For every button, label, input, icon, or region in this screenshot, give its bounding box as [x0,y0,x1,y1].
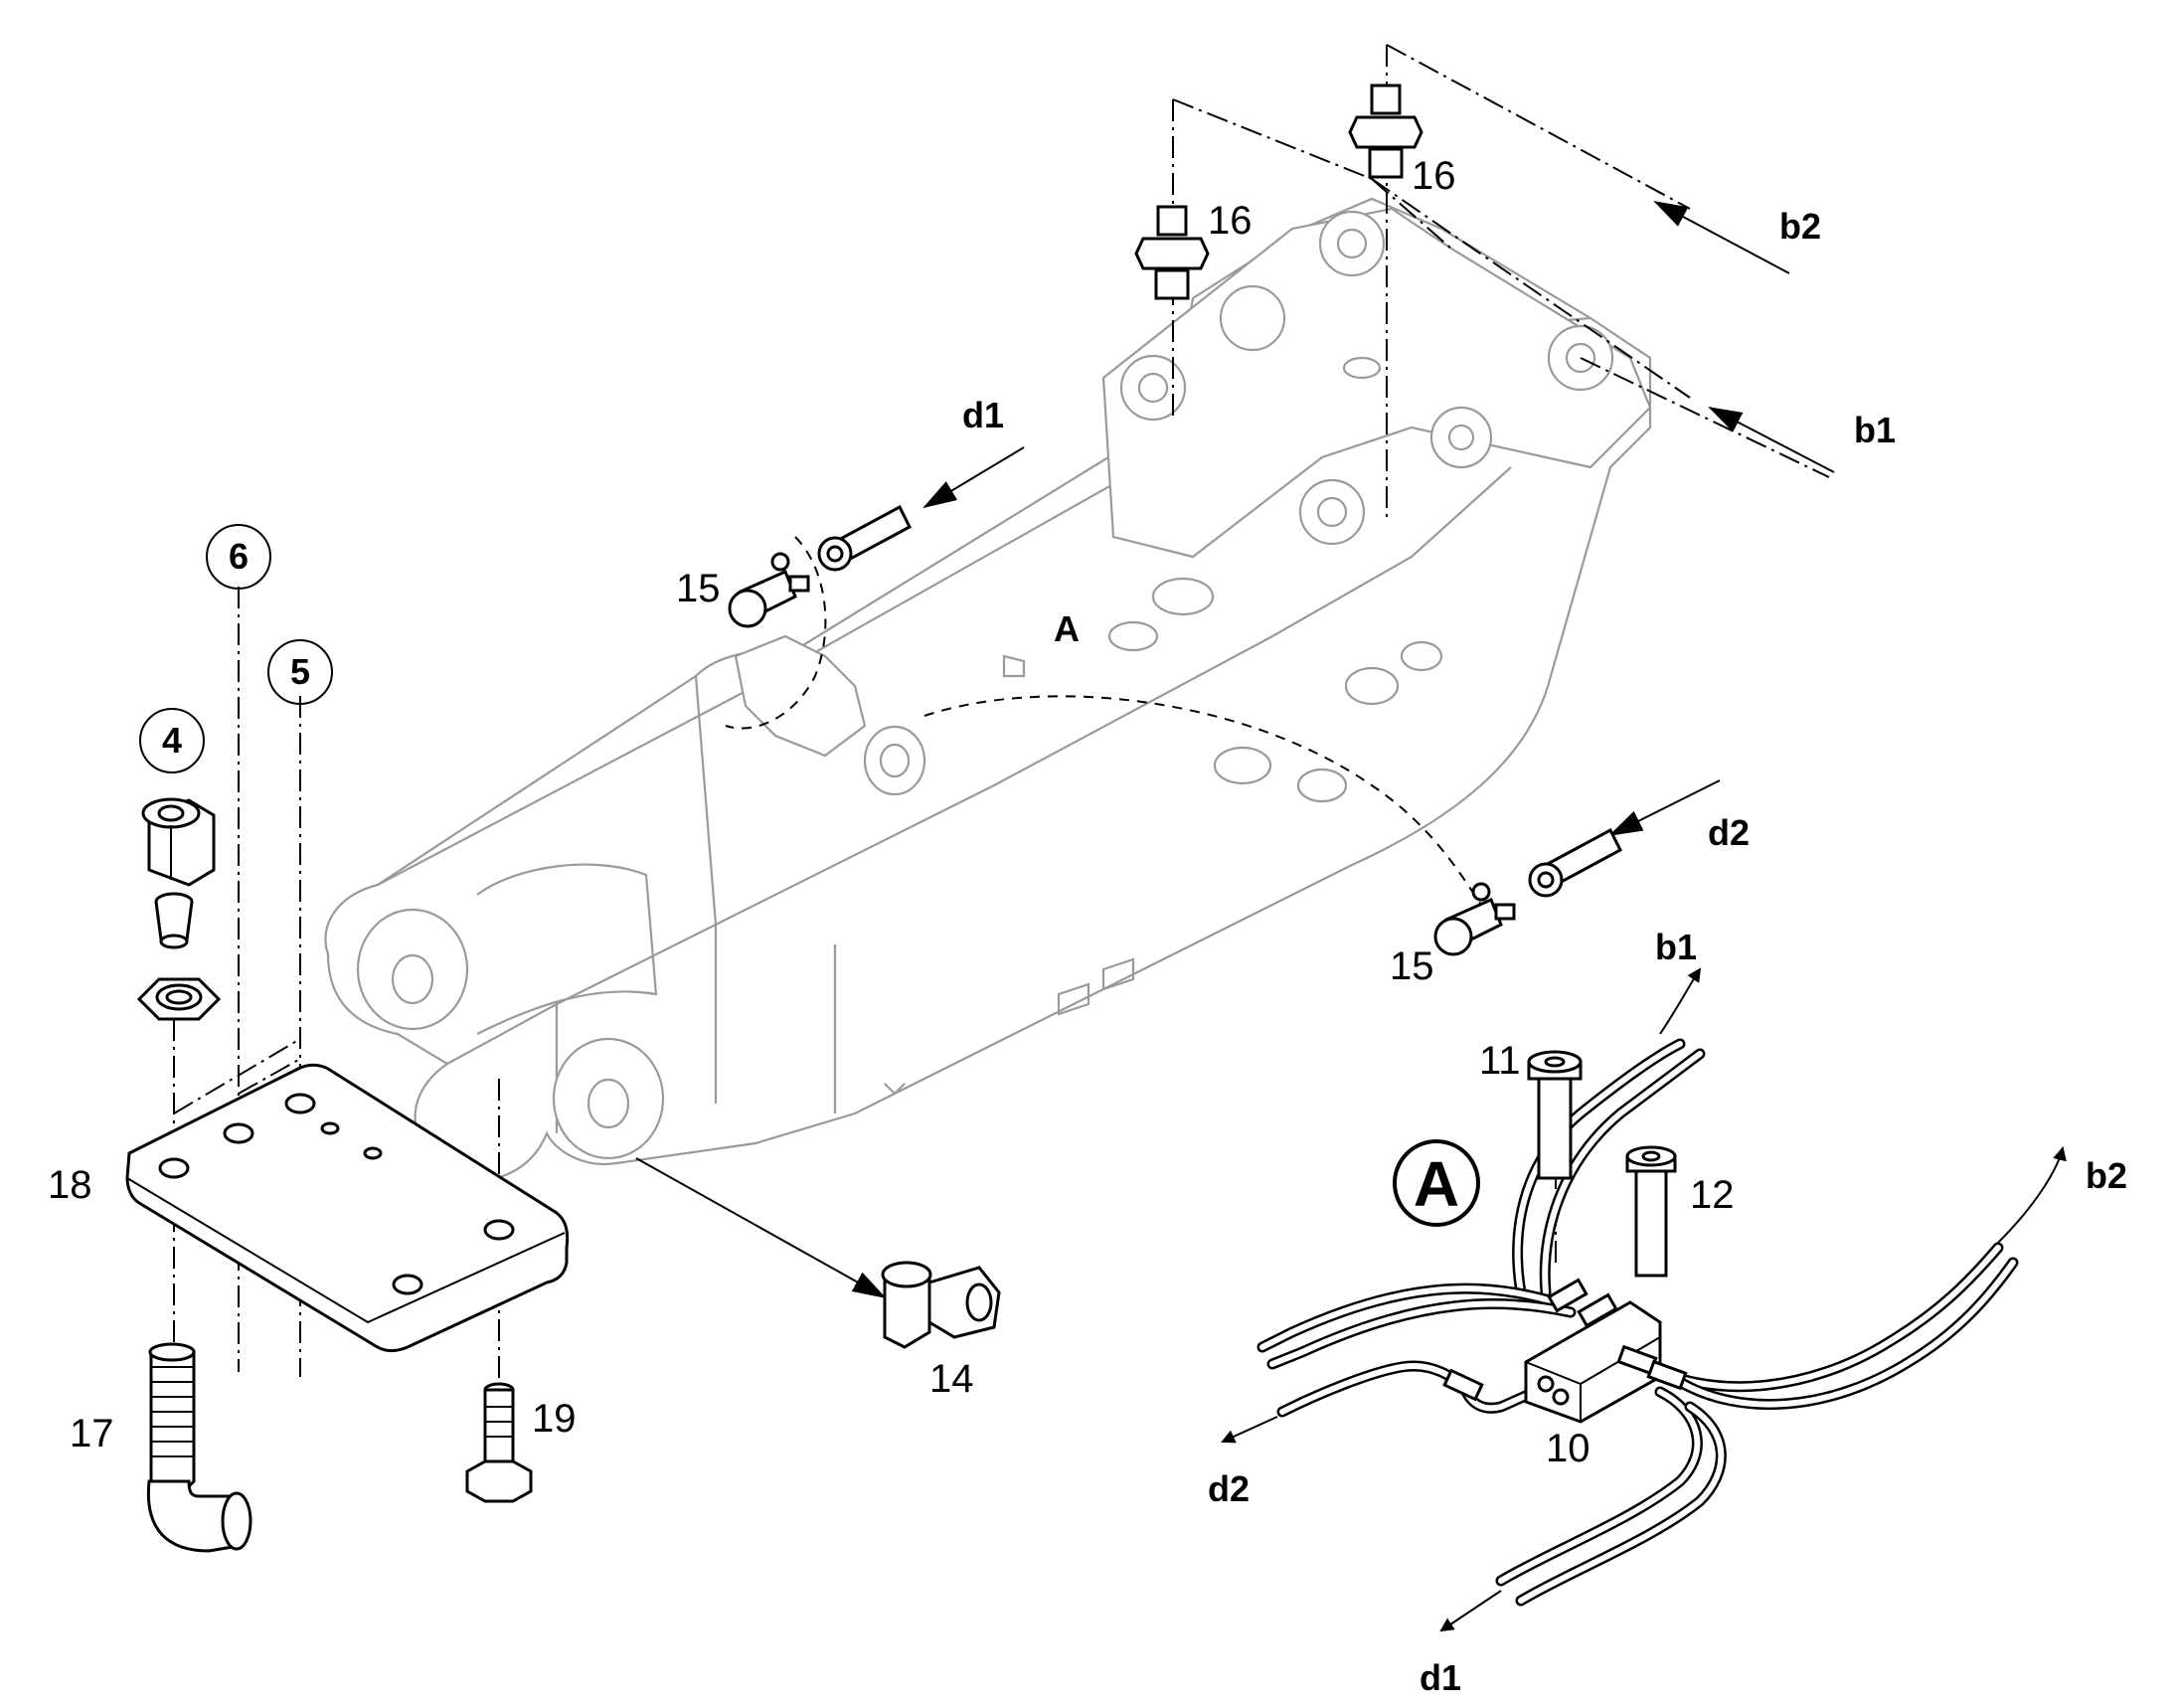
tee-fitting-15-bottom [1433,882,1516,956]
label-detail-ref: A [1054,608,1080,649]
label-d1-detail: d1 [1420,1657,1461,1698]
label-part-15-bottom: 15 [1390,944,1434,988]
label-part-17: 17 [70,1412,114,1455]
label-d1-top: d1 [962,395,1004,435]
lock-nut [136,977,222,1021]
nipple-16-right [1348,84,1423,179]
screw-bottom [1528,827,1622,898]
boom-structure [324,197,1652,1181]
screw-12 [1625,1145,1677,1278]
label-b2-detail: b2 [2086,1155,2127,1196]
elbow-fitting-14 [881,1261,1001,1349]
valve-block-10 [1442,1278,1688,1424]
tee-fitting-15-top [728,552,810,628]
label-part-11: 11 [1479,1039,1521,1083]
label-part-18: 18 [48,1163,92,1207]
label-part-4: 4 [162,720,182,761]
label-part-19: 19 [532,1397,577,1441]
label-part-10: 10 [1546,1427,1590,1470]
detail-a-hoses [1256,1038,2019,1607]
label-part-14: 14 [929,1357,974,1401]
label-part-16-right: 16 [1412,154,1456,198]
nipple-16-left [1134,205,1210,300]
label-part-5: 5 [290,651,310,692]
callout-circles [139,524,1480,1227]
label-d2-top: d2 [1708,812,1750,853]
label-d2-detail: d2 [1208,1468,1250,1509]
flow-arrows-detail [1221,967,2067,1632]
label-b2-top: b2 [1779,206,1821,247]
screw-11 [1527,1050,1583,1180]
label-part-6: 6 [229,536,249,577]
ferrule [154,892,194,949]
label-part-12: 12 [1690,1173,1735,1217]
screw-top [817,504,912,572]
plate-18 [125,1063,570,1353]
label-part-16-left: 16 [1208,199,1253,243]
flow-arrows-top [922,201,1835,836]
bolt-19 [465,1382,533,1503]
label-part-15-top: 15 [676,567,721,610]
label-b1-top: b1 [1854,410,1896,450]
label-b1-detail: b1 [1655,927,1697,967]
label-detail-badge: A [1414,1148,1459,1220]
nut-4 [141,797,216,887]
elbow-17 [146,1342,252,1553]
